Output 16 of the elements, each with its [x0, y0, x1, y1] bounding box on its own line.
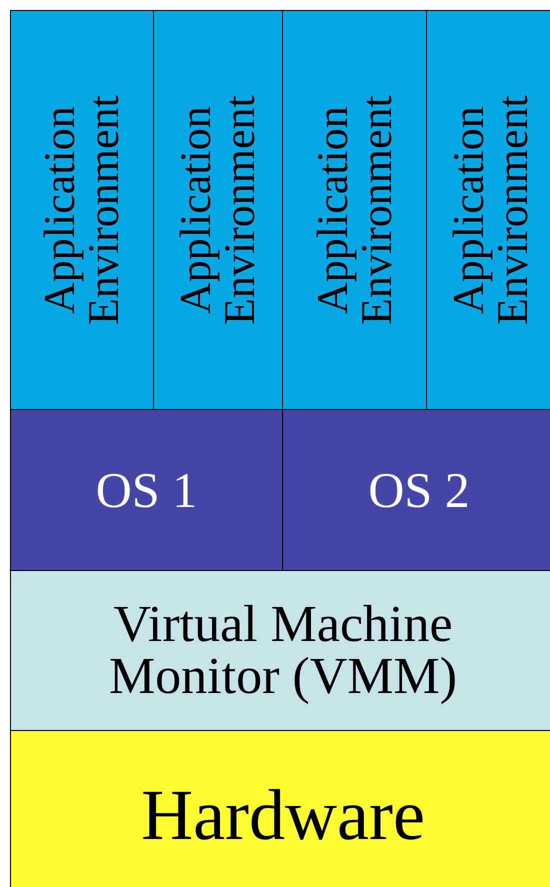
- application-environment-box: [153, 10, 283, 410]
- layer-label: OS 2: [368, 465, 470, 515]
- layer-label: Application Environment: [38, 94, 126, 327]
- os-layer-box: [10, 409, 283, 571]
- layer-label: Hardware: [141, 779, 425, 851]
- application-environment-box: [10, 10, 154, 410]
- layer-label: Application Environment: [447, 94, 535, 327]
- layer-label: Application Environment: [174, 94, 262, 327]
- application-environment-box: [426, 10, 550, 410]
- layer-label: Virtual Machine Monitor (VMM): [108, 598, 458, 702]
- layer-label: Application Environment: [310, 94, 398, 327]
- os-layer-box: [282, 409, 550, 571]
- hardware-layer-box: [10, 730, 550, 887]
- vmm-layer-box: [10, 570, 550, 731]
- layer-label: OS 1: [96, 465, 198, 515]
- application-environment-box: [282, 10, 427, 410]
